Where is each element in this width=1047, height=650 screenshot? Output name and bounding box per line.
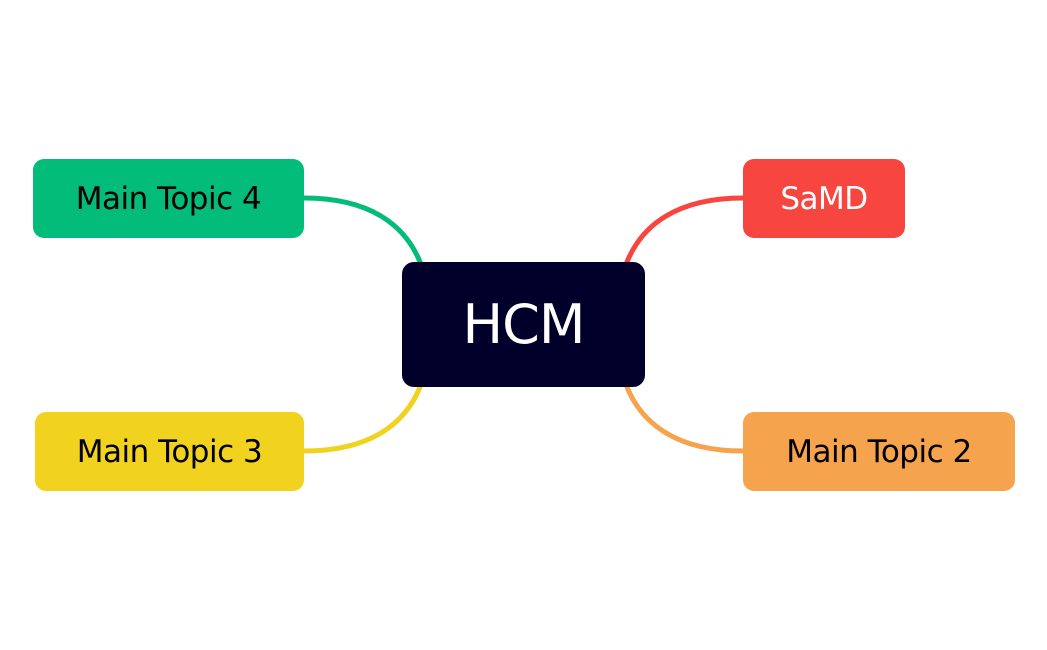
samd-topic-node[interactable]: SaMD xyxy=(743,159,905,238)
connector-topic-3 xyxy=(301,384,423,454)
samd-topic-label: SaMD xyxy=(780,180,868,217)
main-topic-2-label: Main Topic 2 xyxy=(786,433,972,470)
connector-topic-2 xyxy=(624,384,746,454)
central-topic-node[interactable]: HCM xyxy=(402,262,645,387)
main-topic-3-node[interactable]: Main Topic 3 xyxy=(35,412,304,491)
main-topic-3-label: Main Topic 3 xyxy=(76,433,263,470)
main-topic-2-node[interactable]: Main Topic 2 xyxy=(743,412,1015,491)
connector-samd xyxy=(624,195,746,265)
connector-topic-4 xyxy=(301,195,423,265)
main-topic-4-label: Main Topic 4 xyxy=(75,180,262,217)
main-topic-4-node[interactable]: Main Topic 4 xyxy=(33,159,304,238)
central-topic-label: HCM xyxy=(462,293,586,356)
